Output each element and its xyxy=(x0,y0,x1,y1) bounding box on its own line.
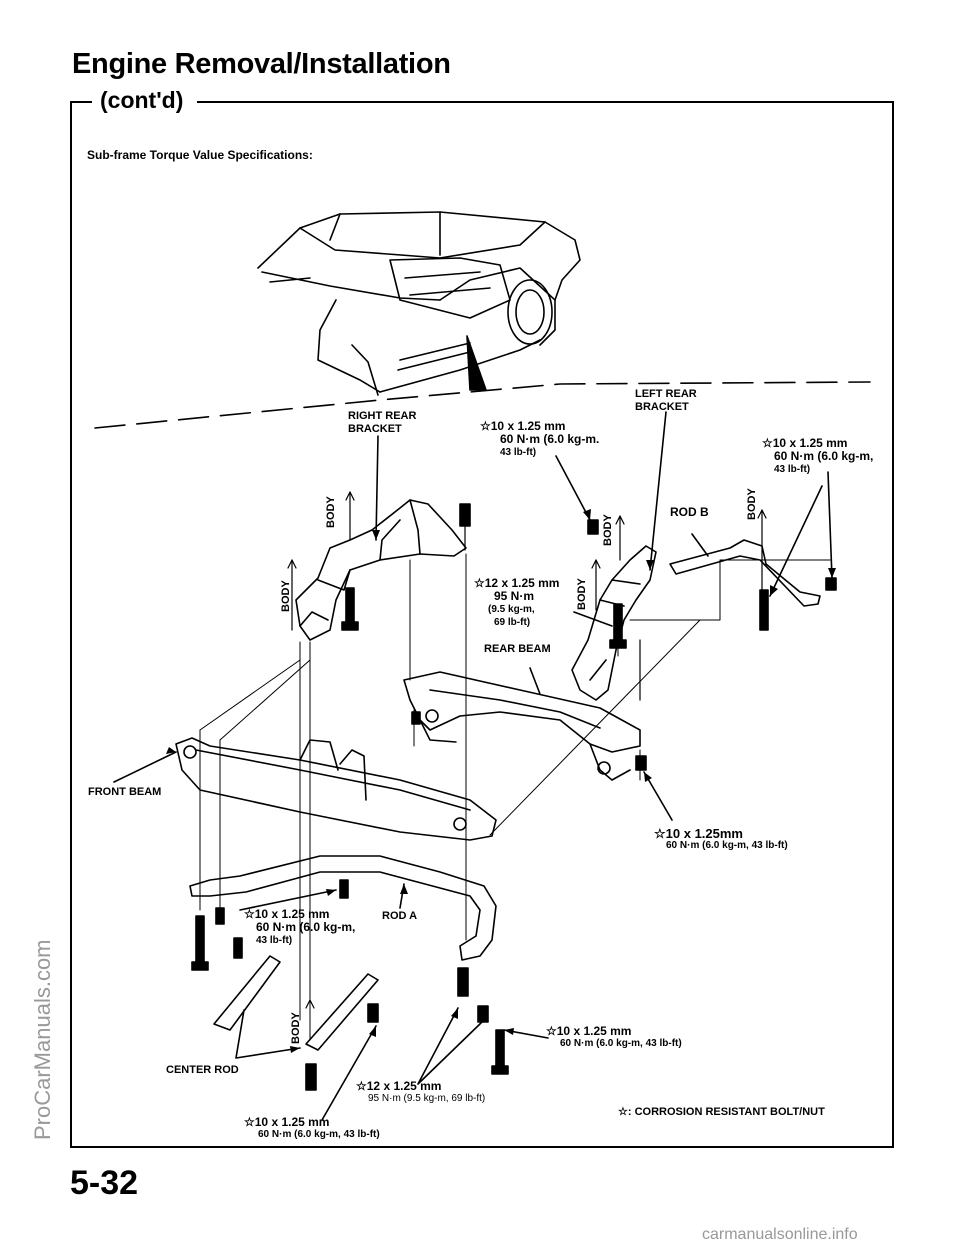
right-rear-bracket-drawing xyxy=(295,499,467,641)
frame-top-right-rule xyxy=(197,101,892,103)
label-rod-a: ROD A xyxy=(382,910,418,922)
page-title: Engine Removal/Installation xyxy=(72,48,451,80)
frame-top-left-rule xyxy=(70,101,92,103)
label-center-rod: CENTER ROD xyxy=(166,1064,239,1076)
page-subtitle: (cont'd) xyxy=(100,87,184,113)
label-body: BODY xyxy=(290,1012,302,1044)
front-beam-drawing xyxy=(175,737,497,841)
label-body: BODY xyxy=(746,488,758,520)
side-watermark: ProCarManuals.com xyxy=(30,939,55,1140)
legend-corrosion-resistant: ☆: CORROSION RESISTANT BOLT/NUT xyxy=(618,1106,825,1118)
rod-a-drawing xyxy=(189,855,497,961)
side-watermark-wrap: ProCarManuals.com xyxy=(2,800,62,1200)
rear-beam-drawing xyxy=(403,671,641,781)
section-title: Sub-frame Torque Value Specifications: xyxy=(87,148,313,162)
page-number: 5-32 xyxy=(70,1164,139,1202)
center-rod-drawing xyxy=(213,955,379,1051)
label-body: BODY xyxy=(602,514,614,546)
label-body: BODY xyxy=(280,580,292,612)
label-body: BODY xyxy=(325,496,337,528)
label-rear-beam: REAR BEAM xyxy=(484,643,551,655)
label-body: BODY xyxy=(576,578,588,610)
label-front-beam: FRONT BEAM xyxy=(88,786,162,798)
label-rod-b: ROD B xyxy=(670,505,709,519)
rod-b-drawing xyxy=(669,539,821,607)
car-illustration xyxy=(257,211,581,396)
content-frame xyxy=(70,101,894,1148)
footer-watermark: carmanualsonline.info xyxy=(702,1226,858,1243)
